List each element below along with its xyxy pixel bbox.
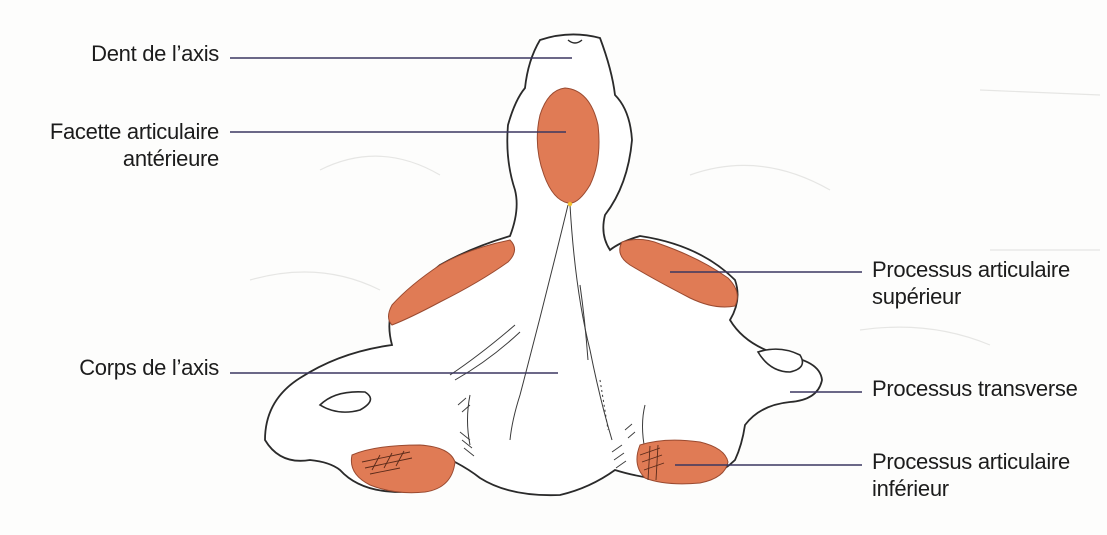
label-processus-transverse: Processus transverse: [872, 375, 1078, 402]
label-dent-line1: Dent de l’axis: [91, 40, 219, 67]
label-facette-line1: Facette articulaire: [50, 118, 219, 145]
label-dent-de-laxis: Dent de l’axis: [91, 40, 219, 67]
label-facette-line2: antérieure: [50, 145, 219, 172]
label-inf-line1: Processus articulaire: [872, 448, 1070, 475]
inferior-articular-process-right: [637, 440, 728, 484]
label-inf-line2: inférieur: [872, 475, 1070, 502]
label-corps-line1: Corps de l’axis: [79, 354, 219, 381]
vertebra-outline: [265, 34, 822, 495]
label-corps-de-laxis: Corps de l’axis: [79, 354, 219, 381]
label-sup-line1: Processus articulaire: [872, 256, 1070, 283]
dens-tip-mark: [568, 202, 572, 206]
label-facette-articulaire-anterieure: Facette articulaire antérieure: [50, 118, 219, 172]
label-transverse-line1: Processus transverse: [872, 375, 1078, 402]
label-sup-line2: supérieur: [872, 283, 1070, 310]
label-processus-articulaire-inferieur: Processus articulaire inférieur: [872, 448, 1070, 502]
label-processus-articulaire-superieur: Processus articulaire supérieur: [872, 256, 1070, 310]
